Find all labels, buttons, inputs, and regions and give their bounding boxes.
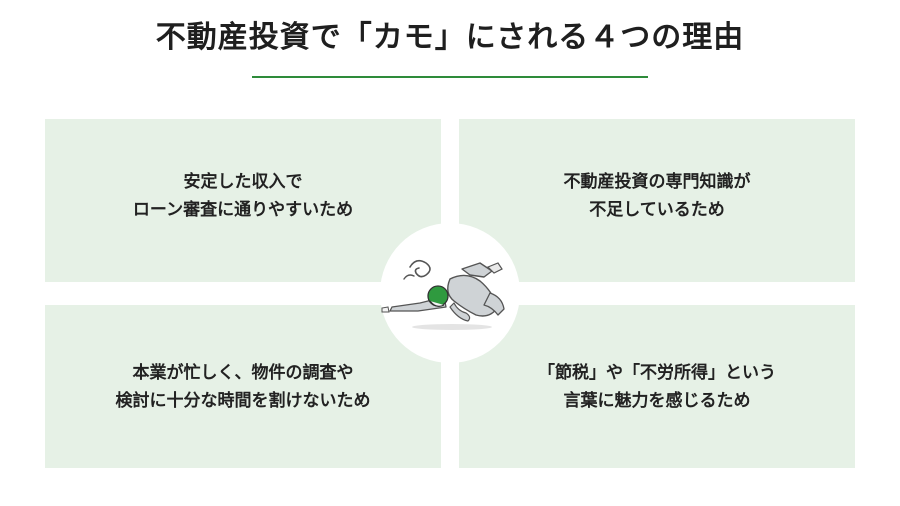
reason-text-1: 安定した収入で ローン審査に通りやすいため bbox=[132, 171, 354, 220]
title-underline bbox=[252, 76, 648, 78]
collapsed-person-icon bbox=[381, 259, 505, 330]
reason-text-2: 不動産投資の専門知識が 不足しているため bbox=[563, 171, 751, 220]
center-illustration bbox=[380, 223, 520, 363]
reason-card-1: 安定した収入で ローン審査に通りやすいため bbox=[45, 119, 441, 282]
reason-text-4: 「節税」や「不労所得」という 言葉に魅力を感じるため bbox=[538, 362, 776, 411]
reason-card-3: 本業が忙しく、物件の調査や 検討に十分な時間を割けないため bbox=[45, 305, 441, 468]
reason-card-4: 「節税」や「不労所得」という 言葉に魅力を感じるため bbox=[459, 305, 855, 468]
reason-text-3: 本業が忙しく、物件の調査や 検討に十分な時間を割けないため bbox=[115, 362, 371, 411]
reason-card-2: 不動産投資の専門知識が 不足しているため bbox=[459, 119, 855, 282]
page-title: 不動産投資で「カモ」にされる４つの理由 bbox=[155, 20, 745, 55]
